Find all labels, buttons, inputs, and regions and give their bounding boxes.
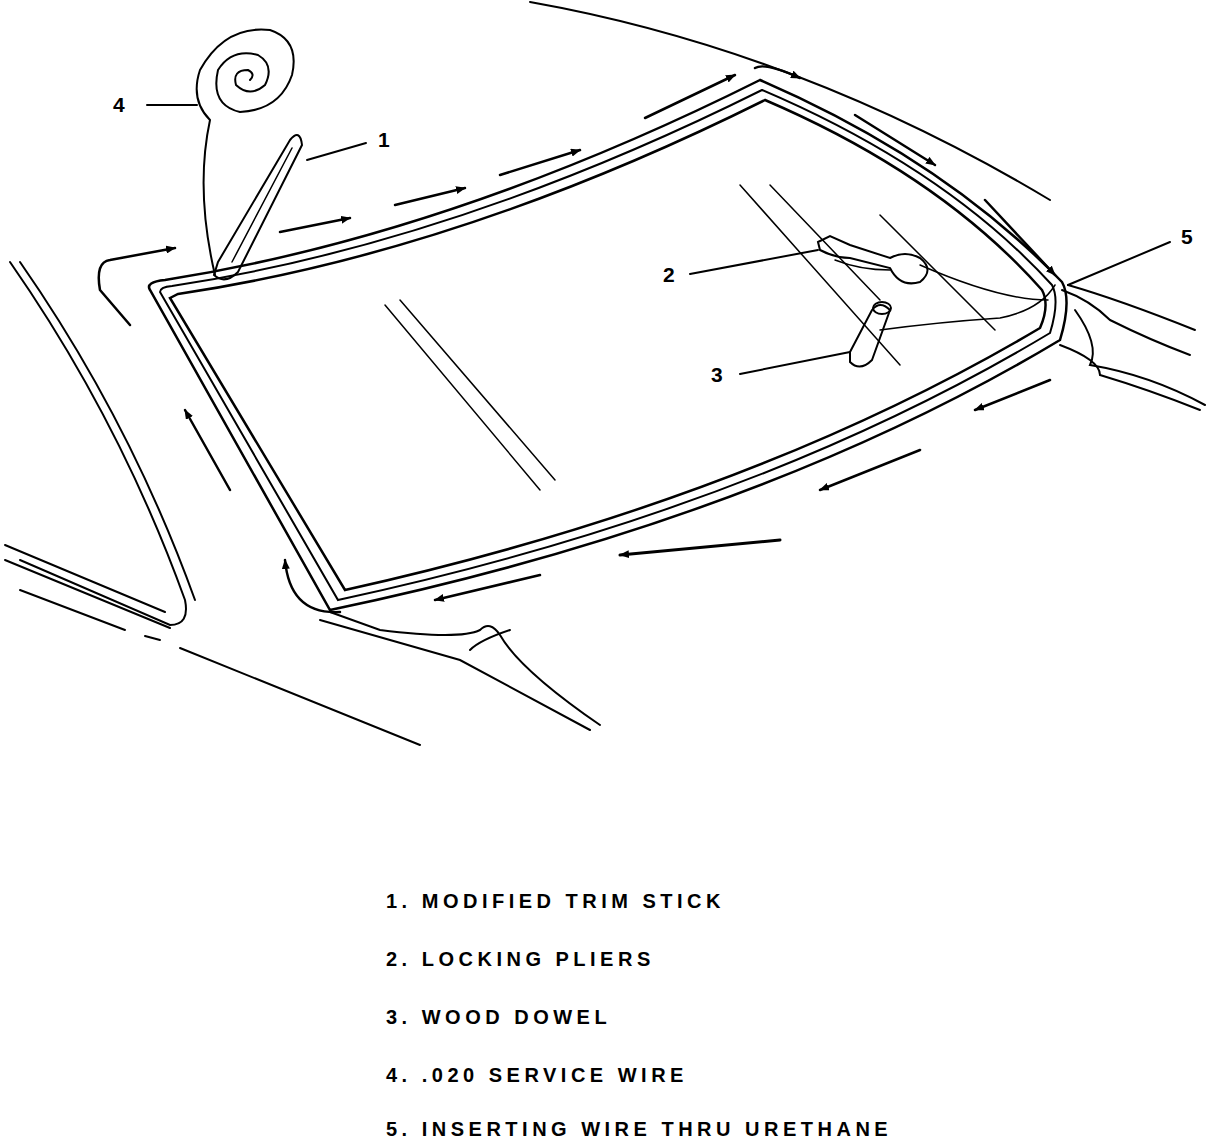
part-list-item: 3. WOOD DOWEL (386, 1006, 611, 1028)
callout-number: 2 (663, 263, 675, 286)
part-list-item: 2. LOCKING PLIERS (386, 948, 655, 970)
callout-number: 5 (1181, 225, 1193, 248)
callout-number: 1 (378, 128, 390, 151)
callout-number: 3 (711, 363, 723, 386)
part-list-item: 4. .020 SERVICE WIRE (386, 1064, 688, 1086)
part-list-item: 5. INSERTING WIRE THRU URETHANE (386, 1118, 892, 1140)
callout-number: 4 (113, 93, 125, 116)
part-list-item: 1. MODIFIED TRIM STICK (386, 890, 725, 912)
